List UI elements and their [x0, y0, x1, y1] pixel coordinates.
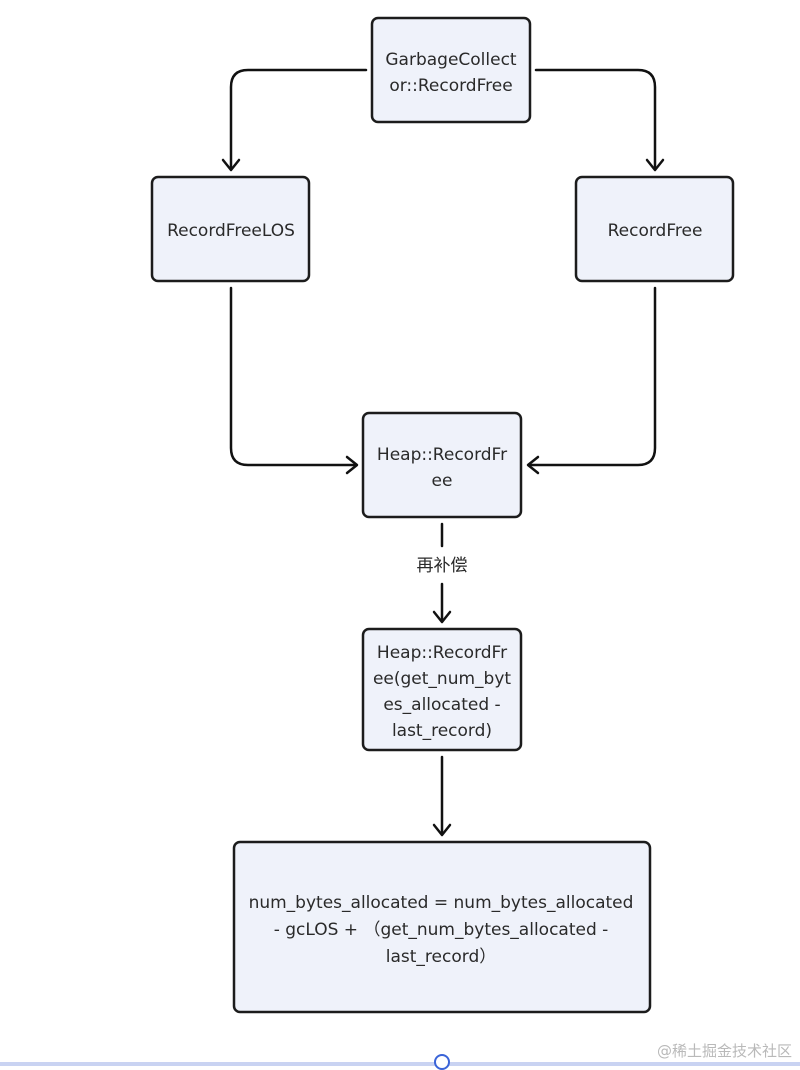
- node-record-free-line-1: RecordFree: [608, 221, 703, 241]
- arrowhead-to-recordfree: [645, 158, 665, 172]
- node-num-bytes-update-line-1: num_bytes_allocated = num_bytes_allocate…: [249, 893, 634, 913]
- bottom-scroll-handle[interactable]: [434, 1054, 450, 1070]
- bottom-scroll-track[interactable]: [0, 1062, 800, 1066]
- node-heap-record-free-args-line-4: last_record): [392, 721, 492, 741]
- arrowhead-to-recordfreelos: [221, 158, 241, 172]
- edge-label-compensate: 再补偿: [417, 556, 468, 576]
- node-gc-record-free-line-1: GarbageCollect: [385, 50, 517, 70]
- edge-recordfree-to-heap: [528, 286, 657, 467]
- arrowhead-to-numbytes: [432, 823, 452, 837]
- node-num-bytes-update: num_bytes_allocated = num_bytes_allocate…: [232, 840, 652, 1014]
- node-record-free: RecordFree: [574, 175, 735, 283]
- node-record-free-los-line-1: RecordFreeLOS: [167, 221, 295, 241]
- node-heap-record-free-args-line-2: ee(get_num_byt: [373, 669, 511, 689]
- arrowhead-to-heapargs: [432, 610, 452, 624]
- arrowhead-los-to-heap: [345, 455, 359, 475]
- node-gc-record-free: GarbageCollect or::RecordFree: [370, 16, 532, 124]
- node-heap-record-free-line-1: Heap::RecordFr: [377, 445, 507, 465]
- node-heap-record-free-args: Heap::RecordFr ee(get_num_byt es_allocat…: [361, 627, 523, 752]
- edge-gc-to-recordfree: [534, 68, 657, 170]
- node-heap-record-free-args-line-1: Heap::RecordFr: [377, 643, 507, 663]
- node-heap-record-free: Heap::RecordFr ee: [361, 411, 523, 519]
- edge-recordfreelos-to-heap: [229, 286, 357, 467]
- node-num-bytes-update-line-3: last_record）: [386, 947, 496, 967]
- node-record-free-los: RecordFreeLOS: [150, 175, 311, 283]
- watermark: @稀土掘金技术社区: [656, 1042, 792, 1060]
- node-heap-record-free-line-2: ee: [432, 471, 453, 491]
- node-num-bytes-update-line-2: - gcLOS + （get_num_bytes_allocated -: [274, 920, 609, 940]
- arrowhead-free-to-heap: [526, 455, 540, 475]
- edge-gc-to-recordfreelos: [229, 68, 368, 170]
- node-gc-record-free-line-2: or::RecordFree: [389, 76, 512, 96]
- node-heap-record-free-args-line-3: es_allocated -: [383, 695, 500, 715]
